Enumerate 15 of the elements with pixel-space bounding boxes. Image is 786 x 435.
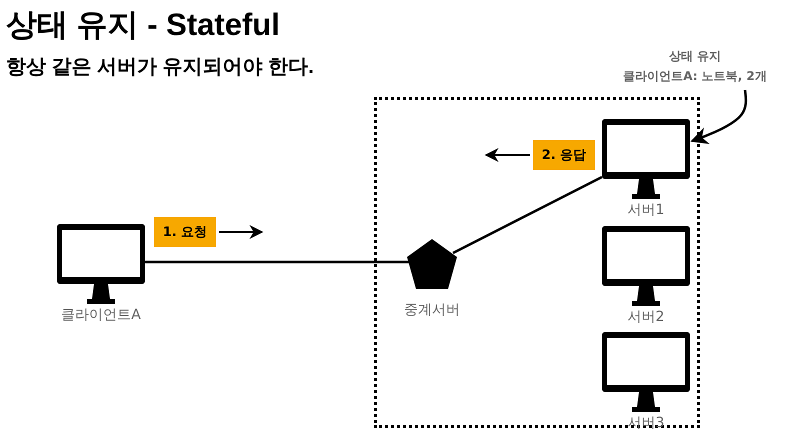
caption: 항상 같은 서버가 유지되어야 한다. <box>6 55 314 80</box>
dotted-group-boundary <box>374 97 700 428</box>
node-label: 서버2 <box>626 308 666 326</box>
title: 상태 유지 - Stateful <box>6 6 280 44</box>
node-label: 서버3 <box>626 414 666 432</box>
step-tag: 1. 요청 <box>154 217 216 247</box>
connector-line <box>145 260 409 264</box>
connector-line <box>452 176 603 254</box>
step-tag: 2. 응답 <box>533 140 595 170</box>
curved-arrow <box>690 90 748 144</box>
node-label: 클라이언트A <box>60 306 142 324</box>
note-text: 클라이언트A: 노트북, 2개 <box>622 68 768 85</box>
node-label: 중계서버 <box>403 301 461 319</box>
note-text: 상태 유지 <box>668 48 722 65</box>
node-label: 서버1 <box>626 201 666 219</box>
